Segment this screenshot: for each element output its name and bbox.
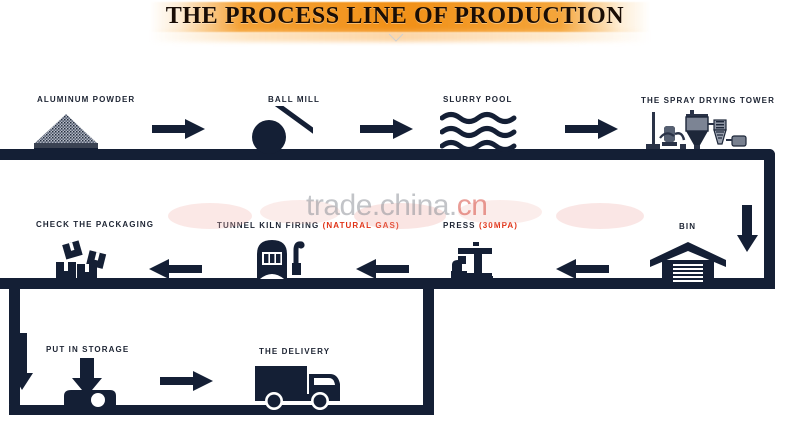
arrow-left-icon [356,259,409,279]
ball-mill-icon [252,106,313,154]
label-check-the-packaging: CHECK THE PACKAGING [36,220,155,229]
spray-drying-tower-icon [646,110,747,149]
powder-pile-icon [34,114,98,152]
arrow-left-icon [149,259,202,279]
label-press-pressure: (30MPA) [478,221,519,230]
tunnel-kiln-icon [257,240,305,280]
track-row3 [9,405,434,415]
label-press: PRESS (30MPA) [443,221,518,230]
label-ball-mill: BALL MILL [268,95,320,104]
label-put-in-storage: PUT IN STORAGE [46,345,130,354]
label-tunnel-kiln-firing: TUNNEL KILN FIRING (NATURAL GAS) [217,221,400,230]
watermark-blobs [168,200,644,229]
arrow-right-icon [160,371,213,391]
arrow-right-icon [360,119,413,139]
page-title: THE PROCESS LINE OF PRODUCTION [165,3,625,29]
arrow-down-icon [12,333,33,390]
title-banner: THE PROCESS LINE OF PRODUCTION [0,0,790,46]
arrow-down-icon [737,205,758,252]
label-spray-drying-tower: THE SPRAY DRYING TOWER [641,96,775,105]
label-tunnel-kiln-text: TUNNEL KILN FIRING [217,221,323,230]
watermark-main: trade.china. [306,189,457,222]
delivery-truck-icon [255,366,340,410]
slurry-waves-icon [440,112,517,152]
track-right-vertical [764,149,775,289]
label-natural-gas: (NATURAL GAS) [322,221,400,230]
watermark: trade.china.cn [306,189,488,223]
arrow-right-icon [152,119,205,139]
track-bottom-riser [423,283,434,413]
storage-drop-icon [64,358,116,407]
track-row2 [0,278,775,289]
title-glow [150,30,650,42]
label-slurry-pool: SLURRY POOL [443,95,513,104]
title-gradient-band [150,2,650,32]
track-left-vertical [9,278,20,410]
press-machine-icon [451,242,493,281]
label-the-delivery: THE DELIVERY [259,347,331,356]
label-press-text: PRESS [443,221,479,230]
stacked-boxes-icon [56,240,107,278]
chevron-down-icon [388,33,404,42]
track-row1 [0,149,775,160]
arrow-left-icon [556,259,609,279]
label-aluminum-powder: ALUMINUM POWDER [37,95,136,104]
arrow-right-icon [565,119,618,139]
label-bin: BIN [679,222,697,231]
watermark-cn: cn [456,189,488,222]
warehouse-bin-icon [650,242,726,282]
